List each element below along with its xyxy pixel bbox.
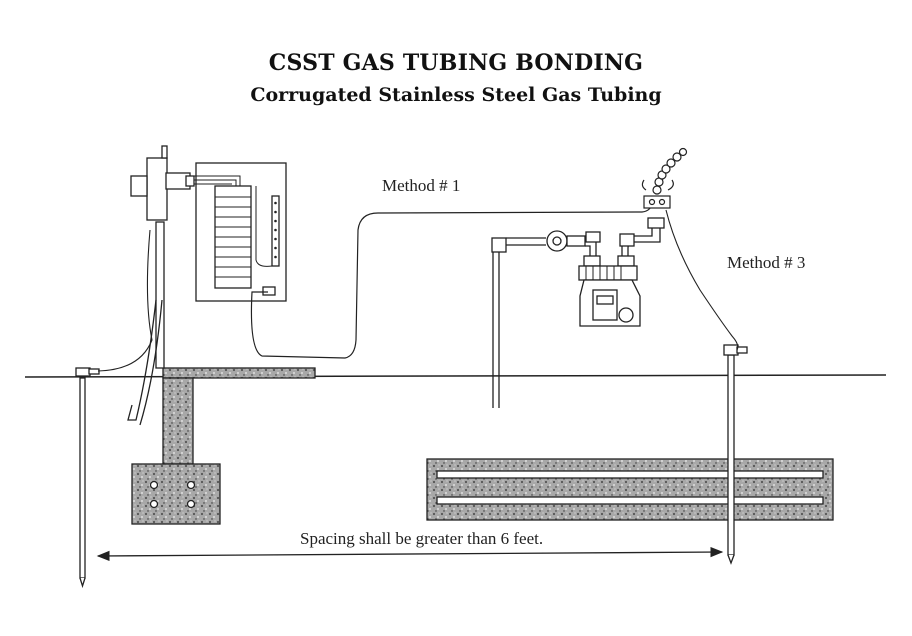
- csst-tubing-and-clamp: [641, 147, 688, 209]
- underground-slab: [426, 458, 834, 521]
- service-conduit: [127, 299, 157, 421]
- electric-service-mast: [130, 145, 195, 369]
- diagram-subtitle: Corrugated Stainless Steel Gas Tubing: [250, 84, 662, 106]
- ground-rod-left: [75, 367, 100, 589]
- spacing-label: Spacing shall be greater than 6 feet.: [300, 529, 543, 548]
- electrical-panel: [194, 162, 287, 302]
- gas-meter-assembly: [491, 217, 665, 408]
- method1-bonding-wire: [250, 199, 654, 359]
- grounding-wire-left: [97, 229, 153, 372]
- service-conduit-inner: [139, 299, 163, 426]
- method3-bonding-wire: [665, 209, 739, 351]
- ground-line: [24, 374, 887, 378]
- house-foundation: [131, 367, 316, 525]
- ground-rod-right: [723, 344, 748, 565]
- diagram-title: CSST GAS TUBING BONDING: [268, 50, 644, 76]
- spacing-arrow: [96, 546, 724, 562]
- method1-label: Method # 1: [382, 176, 460, 195]
- method3-label: Method # 3: [727, 253, 805, 272]
